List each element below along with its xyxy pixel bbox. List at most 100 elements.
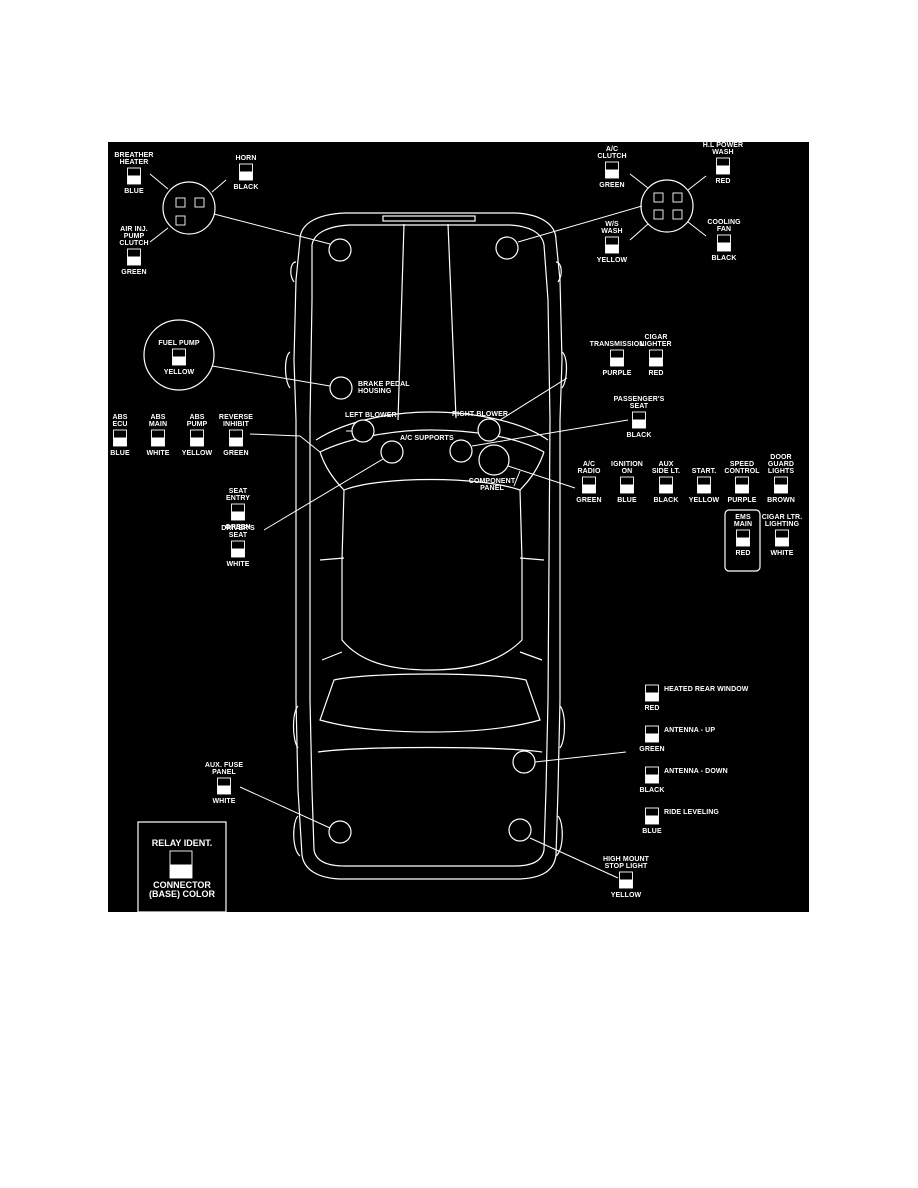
relay-connector-color: WHITE: [770, 550, 793, 557]
relay-icon-top: [717, 234, 731, 244]
ems-main-group-box: [724, 509, 761, 572]
relay-icon-base: [736, 537, 750, 547]
relay-icon-top: [605, 161, 619, 171]
relay-icon-top: [632, 411, 646, 421]
relay-connector-color: BLACK: [654, 497, 679, 504]
relay-icon-top: [582, 476, 596, 486]
relay-icon-top: [659, 476, 673, 486]
relay-icon-base: [645, 692, 659, 702]
relay-connector-color: GREEN: [225, 524, 250, 531]
relay-icon-base: [229, 437, 243, 447]
relay-icon-base: [605, 169, 619, 179]
leader-lines: [239, 377, 629, 879]
relay-connector-color: YELLOW: [689, 497, 720, 504]
relay-connector-color: BLACK: [712, 255, 737, 262]
relay-icon-base: [127, 175, 141, 185]
relay-icon-base: [775, 537, 789, 547]
marker-rear-left: [328, 820, 352, 844]
relay-icon-base: [735, 484, 749, 494]
relay-connector-color: PURPLE: [603, 370, 632, 377]
relay-icon-top: [735, 476, 749, 486]
relay-icon-base: [172, 356, 186, 366]
relay-name: HORN: [235, 155, 256, 162]
relay-connector-color: BLACK: [640, 787, 665, 794]
relay-icon-top: [151, 429, 165, 439]
relay-connector-color: GREEN: [576, 497, 601, 504]
relay-connector-color: GREEN: [599, 182, 624, 189]
relay-icon-base: [582, 484, 596, 494]
relay-icon-base: [151, 437, 165, 447]
relay-connector-color: BLUE: [642, 828, 662, 835]
relay-connector-color: RED: [735, 550, 750, 557]
relay-connector-color: WHITE: [212, 798, 235, 805]
relay-icon-base: [610, 357, 624, 367]
relay-name: HEATED REAR WINDOW: [664, 686, 749, 693]
relay-icon-top: [620, 476, 634, 486]
relay-connector-color: GREEN: [223, 450, 248, 457]
relay-icon-base: [632, 419, 646, 429]
relay-icon-top: [619, 871, 633, 881]
relay-connector-color: WHITE: [226, 561, 249, 568]
relay-icon-base: [659, 484, 673, 494]
marker-trunk-right: [512, 750, 536, 774]
relay-connector-color: BROWN: [767, 497, 795, 504]
relay-icon-base: [231, 548, 245, 558]
relay-icon-base: [717, 242, 731, 252]
relay-icon-base: [645, 733, 659, 743]
relay-connector-color: YELLOW: [164, 369, 195, 376]
relay-name: CIGAR LTR.LIGHTING: [762, 514, 803, 528]
relay-name: FUEL PUMP: [158, 340, 199, 347]
relay-icon-top: [610, 349, 624, 359]
relay-icon-base: [605, 244, 619, 254]
relay-icon-base: [645, 815, 659, 825]
relay-connector-color: WHITE: [146, 450, 169, 457]
relay-cigar-ltr-lighting: CIGAR LTR.LIGHTING WHITE: [762, 514, 803, 557]
relay-icon-top: [231, 503, 245, 513]
relay-icon-top: [645, 684, 659, 694]
relay-icon-base: [231, 511, 245, 521]
relay-connector-color: YELLOW: [597, 257, 628, 264]
relay-icon-top: [645, 725, 659, 735]
marker-rear-right: [508, 818, 532, 842]
relay-icon-base: [774, 484, 788, 494]
relay-icon-top: [775, 529, 789, 539]
relay-icon-base: [190, 437, 204, 447]
relay-icon-base: [239, 171, 253, 181]
relay-fuel-pump: FUEL PUMP YELLOW: [158, 340, 199, 376]
relay-connector-color: BLACK: [627, 432, 652, 439]
relay-location-markers: [328, 236, 536, 844]
relay-icon-top: [697, 476, 711, 486]
relay-connector-color: PURPLE: [728, 497, 757, 504]
marker-brake-pedal-housing: [329, 376, 353, 400]
